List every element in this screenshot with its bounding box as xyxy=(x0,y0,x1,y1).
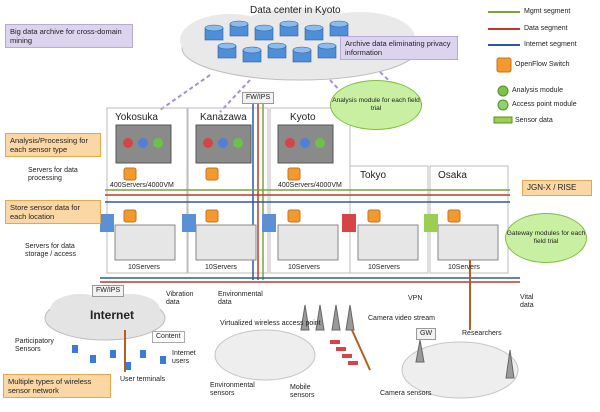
legend-graphics xyxy=(488,11,520,124)
environmental-data-label: Environmental data xyxy=(218,291,263,307)
legend-analysis: Analysis module xyxy=(512,87,563,94)
legend-openflow: OpenFlow Switch xyxy=(515,61,570,68)
archive-privacy-note: Archive data eliminating privacy informa… xyxy=(340,36,458,60)
legend-mgmt: Mgmt segment xyxy=(524,8,571,15)
legend-data: Data segment xyxy=(524,25,568,32)
servers-10-d: 10Servers xyxy=(368,264,400,271)
servers-10-e: 10Servers xyxy=(448,264,480,271)
content-label: Content xyxy=(152,331,185,344)
legend-internet: Internet segment xyxy=(524,41,577,48)
big-data-note: Big data archive for cross-domain mining xyxy=(5,24,133,48)
servers-10-b: 10Servers xyxy=(205,264,237,271)
legend-access: Access point module xyxy=(512,101,577,108)
city-kyoto: Kyoto xyxy=(290,112,316,123)
analysis-module-callout: Analysis module for each field trial xyxy=(330,80,422,130)
environmental-sensors-label: Environmental sensors xyxy=(210,382,255,398)
page-title: Data center in Kyoto xyxy=(250,5,341,16)
camera-sensors-label: Camera sensors xyxy=(380,390,432,397)
servers-10-a: 10Servers xyxy=(128,264,160,271)
virtualized-ap-label: Virtualized wireless access point xyxy=(220,320,321,327)
fw-ips-top: FW/IPS xyxy=(242,92,275,105)
internet-cloud xyxy=(44,294,166,341)
vibration-label: Vibration data xyxy=(166,291,194,307)
access-point-towers xyxy=(300,304,515,379)
storage-racks xyxy=(114,224,499,261)
gw-label: GW xyxy=(416,328,437,341)
city-tokyo: Tokyo xyxy=(360,170,387,181)
jgn-rise-badge: JGN-X / RISE xyxy=(522,180,592,196)
internet-users-label: Internet users xyxy=(172,350,196,366)
internet-label: Internet xyxy=(90,308,135,322)
researchers-label: Researchers xyxy=(462,330,502,337)
storage-stacks xyxy=(100,214,438,232)
vital-label: Vital data xyxy=(520,294,534,310)
fw-ips-left: FW/IPS xyxy=(92,285,125,298)
processing-clusters xyxy=(115,124,334,164)
city-yokosuka: Yokosuka xyxy=(115,112,158,123)
participatory-label: Participatory Sensors xyxy=(15,338,54,354)
vpn-label: VPN xyxy=(408,295,423,302)
legend-sensor: Sensor data xyxy=(515,117,553,124)
sensor-clouds xyxy=(214,329,519,399)
flow-arrows xyxy=(124,260,471,372)
mobile-sensor-marks xyxy=(330,340,358,365)
servers-storage-label: Servers for data storage / access xyxy=(25,243,76,259)
servers-10-c: 10Servers xyxy=(288,264,320,271)
participatory-sensor-marks xyxy=(72,345,166,370)
city-kanazawa: Kanazawa xyxy=(200,112,247,123)
servers-processing-label: Servers for data processing xyxy=(28,167,78,183)
store-sensor-note: Store sensor data for each location xyxy=(5,200,101,224)
camera-stream-label: Camera video stream xyxy=(368,315,435,322)
mobile-sensors-label: Mobile sensors xyxy=(290,384,315,400)
analysis-processing-note: Analysis/Processing for each sensor type xyxy=(5,133,101,157)
city-osaka: Osaka xyxy=(438,170,467,181)
multiple-types-note: Multiple types of wireless sensor networ… xyxy=(3,374,111,398)
user-terminals-label: User terminals xyxy=(120,376,166,383)
vm-label-2: 400Servers/4000VM xyxy=(278,182,342,189)
vm-label-1: 400Servers/4000VM xyxy=(110,182,174,189)
openflow-switches xyxy=(123,167,461,223)
gateway-callout: Gateway modules for each field trial xyxy=(505,213,587,263)
storage-cylinders xyxy=(204,20,349,63)
backbone-segments xyxy=(100,189,520,283)
